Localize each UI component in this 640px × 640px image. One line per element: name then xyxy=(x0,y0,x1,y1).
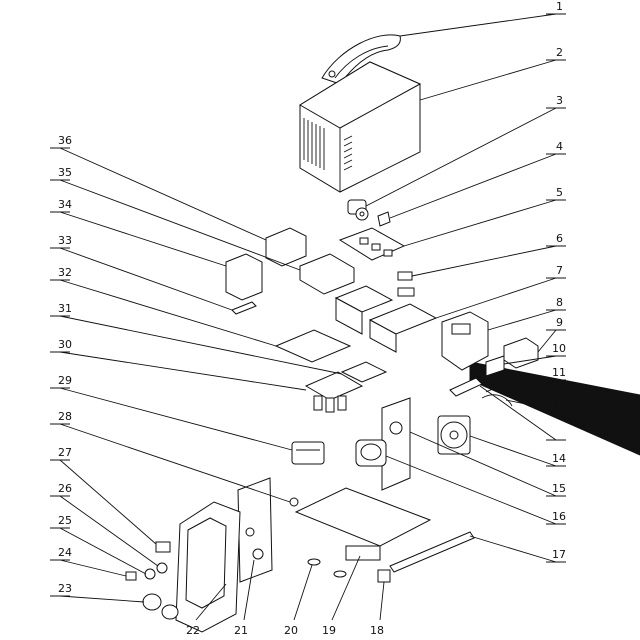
callout-32: 32 xyxy=(58,266,72,279)
part-strip xyxy=(231,301,257,315)
callout-17: 17 xyxy=(552,548,566,561)
callout-26: 26 xyxy=(58,482,72,495)
callout-3: 3 xyxy=(556,94,563,107)
callout-34: 34 xyxy=(58,198,72,211)
callout-2: 2 xyxy=(556,46,563,59)
part-connectors xyxy=(397,271,415,297)
callout-9: 9 xyxy=(556,316,563,329)
part-knob-26 xyxy=(156,562,168,574)
callout-8: 8 xyxy=(556,296,563,309)
part-rectifier-bar xyxy=(449,377,483,397)
part-cable xyxy=(481,388,517,407)
callout-13: 13 xyxy=(552,426,566,439)
part-front-panel xyxy=(237,477,273,583)
callout-4: 4 xyxy=(556,140,563,153)
part-capacitor-board xyxy=(304,371,364,413)
callout-29: 29 xyxy=(58,374,72,387)
callout-22: 22 xyxy=(186,624,200,637)
part-clip xyxy=(377,569,391,583)
callout-6: 6 xyxy=(556,232,563,245)
callout-7: 7 xyxy=(556,264,563,277)
part-small-coil xyxy=(347,199,369,221)
part-terminals xyxy=(142,593,179,620)
part-left-bracket xyxy=(225,253,263,301)
callout-18: 18 xyxy=(370,624,384,637)
callout-24: 24 xyxy=(58,546,72,559)
part-top-cover xyxy=(299,61,422,193)
callout-20: 20 xyxy=(284,624,298,637)
part-bracket-4 xyxy=(377,211,391,227)
part-base xyxy=(294,487,432,561)
leader-lines xyxy=(50,13,566,621)
part-heatsink-7 xyxy=(334,285,438,353)
part-connector-28 xyxy=(289,497,299,507)
part-plate-31 xyxy=(340,361,388,383)
part-front-bezel xyxy=(175,501,241,633)
callout-30: 30 xyxy=(58,338,72,351)
part-feet xyxy=(307,558,347,578)
callout-numbers: 1 2 3 4 5 6 7 8 9 10 11 12 13 14 15 16 1… xyxy=(58,0,566,637)
callout-15: 15 xyxy=(552,482,566,495)
part-knob-25 xyxy=(144,568,156,580)
part-control-board xyxy=(338,227,406,261)
callout-16: 16 xyxy=(552,510,566,523)
callout-31: 31 xyxy=(58,302,72,315)
part-inductor xyxy=(291,441,325,465)
callout-27: 27 xyxy=(58,446,72,459)
dark-wedge-shape xyxy=(469,361,640,456)
part-transformer xyxy=(355,439,387,467)
callout-35: 35 xyxy=(58,166,72,179)
part-bar xyxy=(389,531,475,573)
part-bracket-10 xyxy=(485,355,505,377)
part-side-bracket xyxy=(441,311,489,371)
callout-10: 10 xyxy=(552,342,566,355)
part-rear-panel xyxy=(381,397,411,491)
part-switch xyxy=(125,571,137,581)
callout-23: 23 xyxy=(58,582,72,595)
callout-11: 11 xyxy=(552,366,566,379)
callout-5: 5 xyxy=(556,186,563,199)
callout-19: 19 xyxy=(322,624,336,637)
part-center-bracket xyxy=(299,253,355,295)
callout-36: 36 xyxy=(58,134,72,147)
callout-12: 12 xyxy=(552,396,566,409)
callout-1: 1 xyxy=(556,0,563,13)
part-main-board xyxy=(274,329,352,363)
callout-28: 28 xyxy=(58,410,72,423)
callout-33: 33 xyxy=(58,234,72,247)
callout-25: 25 xyxy=(58,514,72,527)
callout-21: 21 xyxy=(234,624,248,637)
part-handle xyxy=(321,34,401,85)
part-label-plate xyxy=(155,541,171,553)
part-upper-bracket xyxy=(265,227,307,267)
callout-14: 14 xyxy=(552,452,566,465)
part-fan xyxy=(437,415,471,455)
